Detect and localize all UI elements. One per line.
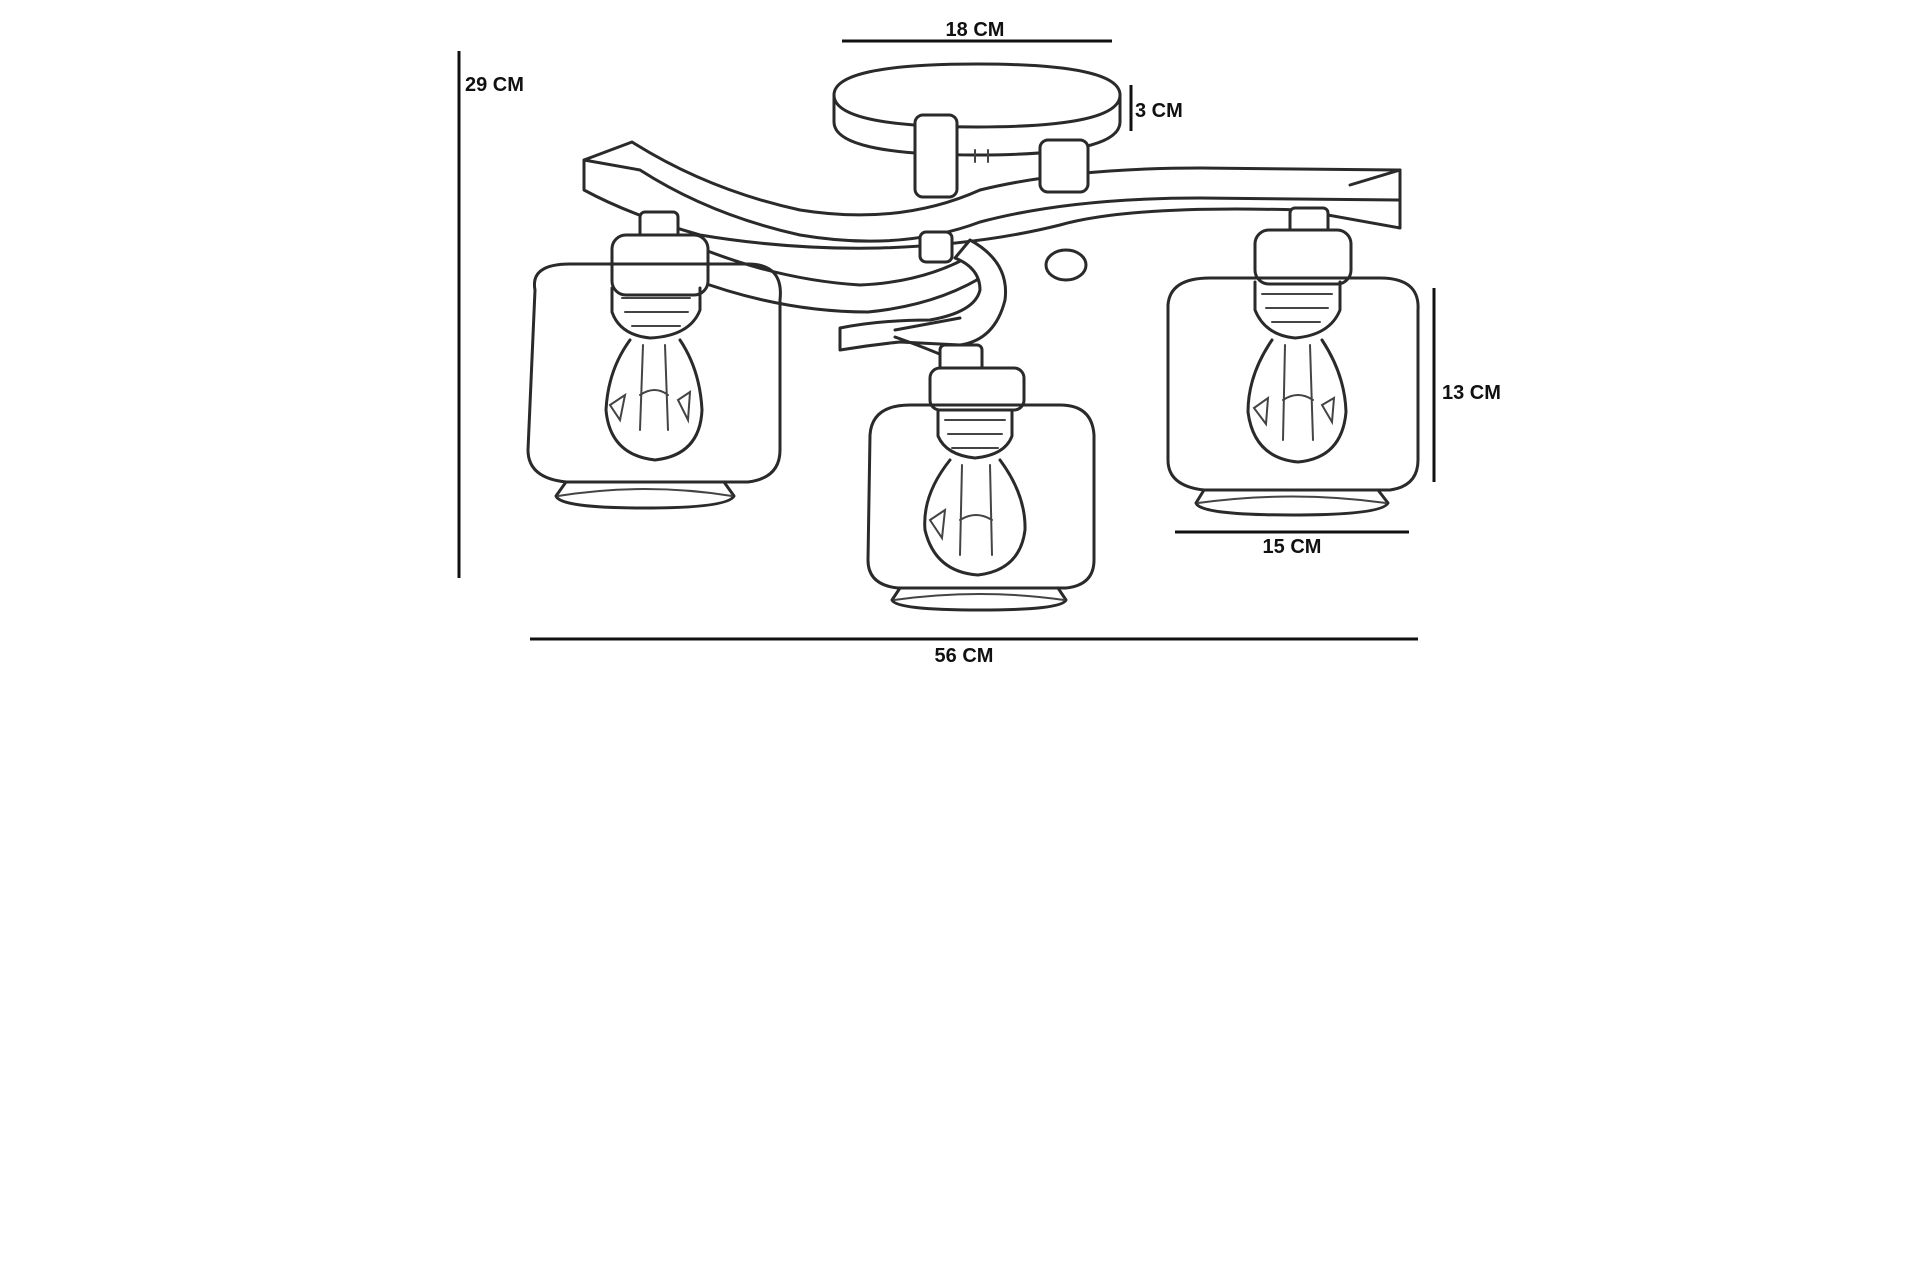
canopy-height-label: 3 CM: [1135, 100, 1183, 122]
total-width-label: 56 CM: [935, 645, 994, 667]
middle-lamp: [866, 343, 1096, 612]
left-lamp: [526, 210, 782, 510]
canopy-width-label: 18 CM: [946, 19, 1005, 41]
ceiling-lamp-illustration: [526, 62, 1420, 612]
dimension-lines: [457, 39, 1436, 641]
total-height-label: 29 CM: [465, 74, 524, 96]
canopy: [832, 62, 1122, 157]
dimension-labels: 18 CM 3 CM 29 CM 13 CM 15 CM 56 CM: [465, 19, 1501, 667]
curved-arm: [582, 113, 1402, 375]
shade-height-label: 13 CM: [1442, 382, 1501, 404]
shade-width-label: 15 CM: [1263, 536, 1322, 558]
right-lamp: [1166, 206, 1420, 517]
